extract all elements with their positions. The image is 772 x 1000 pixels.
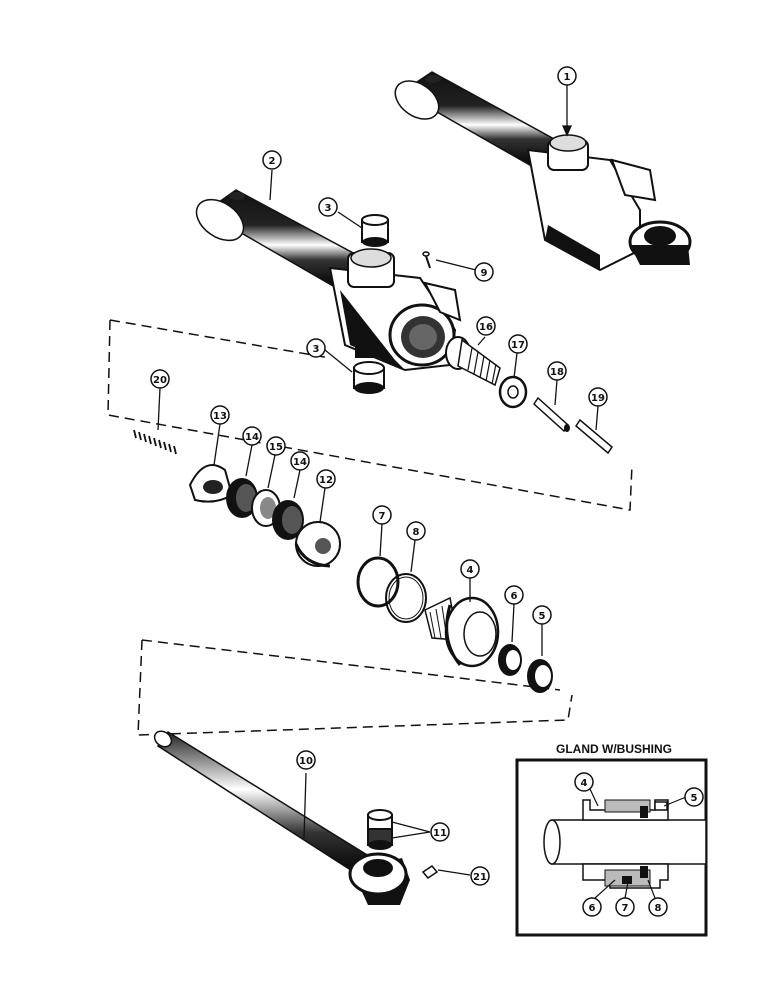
svg-text:17: 17 <box>511 340 525 351</box>
svg-text:14: 14 <box>293 457 307 468</box>
dashed-guide-lower <box>137 639 573 736</box>
part-12-piston-end <box>294 521 341 568</box>
svg-text:9: 9 <box>481 268 488 279</box>
callout-15: 15 <box>266 436 286 456</box>
callout-10: 10 <box>296 750 316 770</box>
callout-13: 13 <box>210 405 230 425</box>
callout-20: 20 <box>150 369 170 389</box>
svg-text:1: 1 <box>564 72 571 83</box>
part-14-seal-right <box>272 500 304 540</box>
callout-14-left: 14 <box>242 426 262 446</box>
callout-9: 9 <box>474 262 494 282</box>
part-11-bushings <box>367 809 393 850</box>
svg-text:15: 15 <box>269 442 283 453</box>
inset-callout-7: 7 <box>615 897 635 917</box>
callout-6: 6 <box>504 585 524 605</box>
callout-3-upper: 3 <box>318 197 338 217</box>
callout-1: 1 <box>557 66 577 86</box>
callout-16: 16 <box>476 316 496 336</box>
callout-8: 8 <box>406 521 426 541</box>
svg-text:5: 5 <box>539 611 546 622</box>
svg-text:20: 20 <box>153 375 167 386</box>
callout-19: 19 <box>588 387 608 407</box>
part-13-cup <box>188 464 234 503</box>
svg-text:11: 11 <box>433 828 447 839</box>
svg-text:6: 6 <box>511 591 518 602</box>
part-3-bushing-lower <box>353 361 385 394</box>
inset-callout-6: 6 <box>582 897 602 917</box>
part-8-backup-ring <box>385 573 427 623</box>
part-5-seal <box>527 659 553 693</box>
part-20-spring <box>133 429 177 455</box>
svg-text:12: 12 <box>319 475 333 486</box>
callout-7: 7 <box>372 505 392 525</box>
part-2-barrel <box>195 189 462 372</box>
svg-text:4: 4 <box>467 565 474 576</box>
part-1-barrel <box>394 71 692 272</box>
part-9-fitting <box>422 251 431 269</box>
part-4-gland <box>424 596 500 668</box>
svg-text:8: 8 <box>413 527 420 538</box>
svg-text:6: 6 <box>589 903 596 914</box>
svg-text:21: 21 <box>473 872 487 883</box>
svg-text:5: 5 <box>691 793 698 804</box>
part-18-pin <box>533 396 570 433</box>
dashed-guide-lower-top <box>141 639 561 691</box>
svg-text:2: 2 <box>269 156 276 167</box>
callouts: 1 2 3 3 9 16 17 18 19 20 13 14 15 14 12 … <box>150 66 608 886</box>
svg-text:19: 19 <box>591 393 605 404</box>
svg-text:18: 18 <box>550 367 564 378</box>
part-3-bushing-upper <box>361 214 389 247</box>
callout-5: 5 <box>532 605 552 625</box>
svg-text:8: 8 <box>655 903 662 914</box>
svg-text:3: 3 <box>313 344 320 355</box>
svg-text:14: 14 <box>245 432 259 443</box>
callout-14-right: 14 <box>290 451 310 471</box>
part-16-adapter <box>445 336 501 387</box>
inset-title: GLAND W/BUSHING <box>556 742 672 756</box>
inset-callout-4: 4 <box>574 772 594 792</box>
callout-17: 17 <box>508 334 528 354</box>
part-7-o-ring <box>356 556 400 608</box>
svg-text:7: 7 <box>622 903 629 914</box>
callout-2: 2 <box>262 150 282 170</box>
dashed-guide-upper <box>107 319 633 511</box>
dashed-guide-upper-top <box>109 319 331 359</box>
svg-text:4: 4 <box>581 778 588 789</box>
part-17-washer <box>498 375 528 409</box>
callout-4: 4 <box>460 559 480 579</box>
svg-text:13: 13 <box>213 411 227 422</box>
part-10-rod <box>153 730 410 905</box>
callout-12: 12 <box>316 469 336 489</box>
svg-text:7: 7 <box>379 511 386 522</box>
svg-text:3: 3 <box>325 203 332 214</box>
inset-callout-5: 5 <box>684 787 704 807</box>
part-14-seal-left <box>226 478 258 518</box>
inset-gland-bushing: GLAND W/BUSHING 4 5 6 7 8 <box>515 742 708 937</box>
callout-3-lower: 3 <box>306 338 326 358</box>
callout-18: 18 <box>547 361 567 381</box>
svg-text:16: 16 <box>479 322 493 333</box>
leader-lines <box>157 85 599 876</box>
svg-text:10: 10 <box>299 756 313 767</box>
part-19-pin <box>575 418 613 455</box>
callout-21: 21 <box>470 866 490 886</box>
part-6-wiper <box>498 644 522 676</box>
callout-11: 11 <box>430 822 450 842</box>
part-21-fitting <box>421 865 439 879</box>
inset-callout-8: 8 <box>648 897 668 917</box>
